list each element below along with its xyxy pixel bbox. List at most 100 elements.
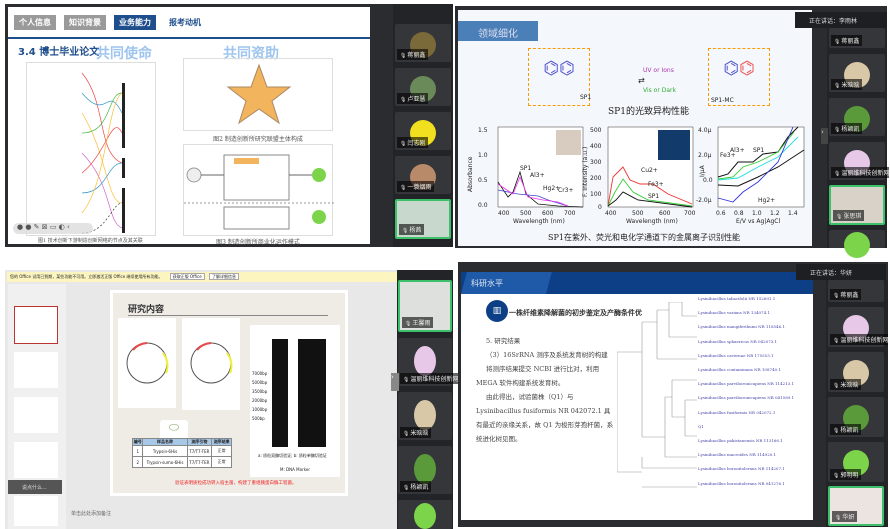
participant-tile[interactable]: 杨颖凯: [828, 397, 884, 437]
participant-tile[interactable]: 郭明明: [828, 442, 884, 482]
x-tick: 1.2: [770, 210, 780, 217]
x-tick: 500: [632, 210, 644, 217]
participant-name: 蒋丽鑫: [831, 35, 863, 46]
tree-leaf: Lysinibacillus pakistanensis NR 113166.1: [698, 438, 783, 444]
participant-tile[interactable]: 米晗晗: [398, 392, 452, 440]
meeting-window-1: 个人信息知识背景业务能力报考动机 3.4 博士毕业论文 共同使命 共同资助 ● …: [5, 4, 453, 247]
expand-panel-button[interactable]: ›: [821, 128, 828, 144]
meeting-window-2: 领域细化 ⌬⌬ SP1 UV or Ions ⇄ Vis or Dark ⌬⌬ …: [455, 6, 889, 258]
tree-leaf: Lysinibacillus boronitolerans NR 041276.…: [698, 480, 785, 486]
participant-tile[interactable]: 温丽维科技创新网: [398, 338, 458, 386]
x-label: E/V vs Ag|AgCl: [736, 218, 780, 225]
tab-motivation: 报考动机: [169, 18, 201, 27]
header-rule: [8, 37, 370, 39]
participant-tile[interactable]: 卢亚慧: [395, 68, 451, 106]
tree-leaf: Lysinibacillus contaminans NR 108740.1: [698, 367, 781, 373]
participant-name: 王馨雨: [402, 317, 434, 328]
participant-name: 郭明明: [830, 469, 862, 480]
y-tick: 400: [590, 143, 602, 150]
y-tick: 0.0: [478, 202, 488, 209]
tree-leaf: Q1: [698, 423, 704, 429]
participant-tile[interactable]: 温丽维科技创新网...: [829, 142, 889, 180]
tree-leaf: Lysinibacillus varians NR 134074.1: [698, 310, 770, 316]
participant-name: 米晗晗: [400, 427, 432, 438]
chat-input[interactable]: 说点什么...: [8, 480, 62, 494]
participant-tile[interactable]: 蒋丽鑫: [395, 24, 451, 62]
molecule-right-label: SP1-MC: [711, 97, 734, 104]
participant-name: 杨茜: [399, 224, 425, 235]
y-tick: 200: [590, 175, 602, 182]
fig3-box: [183, 144, 334, 236]
gel-caption: a: 质粒双酶切验证; b: 质粒单酶切验证: [258, 453, 327, 458]
learn-more-button[interactable]: 了解详细信息: [208, 273, 239, 280]
x-tick: 700: [564, 210, 576, 217]
participant-name: 蒋丽鑫: [397, 49, 429, 60]
series-label: Cu2+: [641, 167, 658, 174]
molecule-right: ⌬⌬: [708, 48, 770, 106]
participant-name: 华妍: [832, 511, 858, 522]
participant-tile[interactable]: 一蓑烟雨: [395, 156, 451, 194]
tree-leaf: Lysinibacillus tabacifolii NR 152691.1: [698, 296, 776, 301]
participant-tile[interactable]: 杨颖凯: [829, 98, 885, 136]
series-label: SP1: [648, 193, 659, 200]
participant-video-active[interactable]: 杨茜: [395, 199, 451, 239]
tab-personal-info: 个人信息: [14, 15, 56, 30]
participant-tile[interactable]: [829, 230, 885, 258]
x-tick: 600: [659, 210, 671, 217]
participant-tile[interactable]: 蒋丽鑫: [828, 280, 884, 302]
participant-tile[interactable]: 蒋丽鑫: [829, 28, 885, 48]
y-tick: 1.5: [478, 127, 488, 134]
subtitle: 一株纤维素降解菌的初步鉴定及产酶条件优: [509, 309, 642, 317]
participant-video-active[interactable]: 王馨雨: [398, 280, 452, 332]
slide-thumbnail[interactable]: [14, 352, 58, 388]
participant-name: 温丽维科技创新网...: [831, 167, 889, 178]
gel-marker-label: M: DNA Marker: [280, 467, 310, 472]
y-tick: 1.0: [478, 152, 488, 159]
section-title: 3.4 博士毕业论文: [18, 47, 100, 58]
participant-tile[interactable]: 温丽维科技创新网...: [828, 307, 888, 347]
y-tick: 300: [590, 159, 602, 166]
slide-thumbnails[interactable]: 说点什么...: [8, 284, 66, 529]
x-tick: 0.8: [734, 210, 744, 217]
x-label: Wavelength (nm): [626, 218, 678, 225]
slide-thumbnail-selected[interactable]: [14, 306, 58, 344]
tree-leaf: Lysinibacillus mangiferihumi NR 118546.1: [698, 324, 785, 330]
slide-banner: 科研水平: [461, 272, 813, 294]
slide-thumbnail[interactable]: [14, 496, 58, 526]
participant-name: 张思琪: [833, 210, 865, 221]
slide-thumbnail[interactable]: [14, 442, 58, 478]
tree-leaf: Lysinibacillus sphaericus NR 042073.1: [698, 338, 778, 344]
participant-tile[interactable]: 闫志刚: [395, 112, 451, 150]
y-tick: -2.0μ: [696, 197, 712, 204]
fig1-caption: 图1 技术创新下游制造创新网络的节点及其关联: [38, 238, 143, 244]
participant-video-active[interactable]: 华妍: [828, 486, 884, 526]
y-label: F. Intensity (a.u.): [582, 147, 589, 197]
get-office-button[interactable]: 获取正版 Office: [169, 273, 205, 280]
y-tick: 0: [598, 204, 602, 211]
participant-name: 温丽维科技创新网: [400, 373, 458, 384]
notes-pane[interactable]: 单击此处添加备注: [71, 511, 112, 517]
participant-name: 温丽维科技创新网...: [830, 334, 888, 345]
paragraph: 由此得出，试验菌株（Q1）与 Lysinibacillus fusiformis…: [476, 393, 614, 443]
participant-name: 闫志刚: [397, 137, 429, 148]
slide-thumbnail[interactable]: [14, 397, 58, 433]
series-label: Fe3+: [720, 152, 736, 159]
participant-tile[interactable]: [398, 500, 452, 529]
slide-2: 领域细化 ⌬⌬ SP1 UV or Ions ⇄ Vis or Dark ⌬⌬ …: [458, 10, 812, 246]
participant-tile[interactable]: 米晗晗: [829, 54, 885, 92]
paragraph: 将测序结果提交 NCBI 进行比对，利用 MEGA 软件构建系统发育树。: [476, 365, 600, 387]
participant-name: 蒋丽鑫: [830, 289, 862, 300]
x-tick: 400: [605, 210, 617, 217]
participant-tile[interactable]: 米晗晗: [828, 352, 884, 392]
expand-panel-button[interactable]: ›: [391, 373, 399, 391]
presenter-toolbar[interactable]: ● ● ✎ ⊠ ▭ ◐ ‹: [13, 223, 93, 234]
participant-tile[interactable]: 杨颖凯: [398, 446, 452, 494]
participant-name: 杨颖凯: [831, 123, 863, 134]
participant-video-active[interactable]: 张思琪: [829, 185, 885, 225]
